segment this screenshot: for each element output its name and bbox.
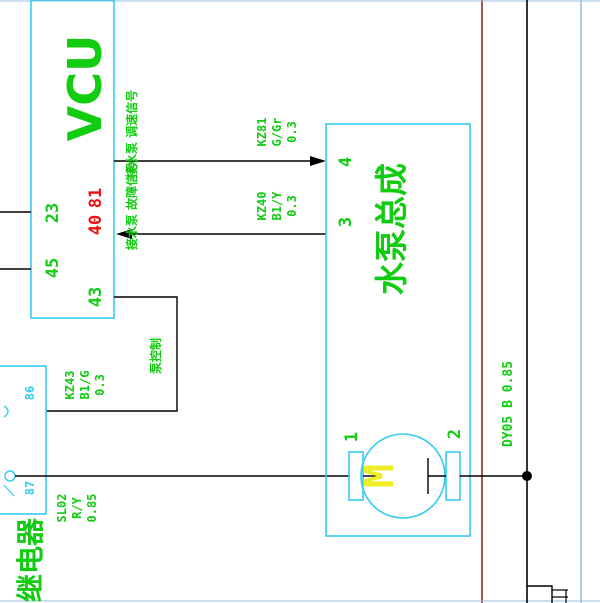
pump-title: 水泵总成 — [372, 163, 411, 295]
vcu-pin-43: 43 — [86, 287, 106, 307]
vcu-pin-40: 40 — [86, 215, 106, 235]
relay-line-color: B1/G — [78, 371, 92, 400]
ground-junction — [522, 471, 532, 481]
motor-letter: M — [357, 464, 403, 488]
pump-pin-1: 1 — [342, 432, 362, 442]
vcu-title: VCU — [58, 35, 112, 142]
relay-line-size: 0.3 — [93, 374, 107, 396]
speed-signal-size: 0.3 — [285, 121, 299, 143]
motor-terminal-right — [445, 451, 461, 501]
speed-signal-color: G/Gr — [270, 118, 284, 147]
power-line-code: SL02 — [55, 494, 69, 523]
fault-signal-desc: 接水泵 故障信号 — [124, 162, 139, 250]
relay-contact-87 — [4, 470, 16, 482]
speed-signal-desc: 接水泵 调速信号 — [124, 90, 139, 178]
relay-coil-symbol — [3, 405, 9, 418]
relay-pin-87: 87 — [23, 481, 37, 495]
vcu-pin-23: 23 — [43, 203, 63, 223]
power-line-size: 0.85 — [85, 494, 99, 523]
fault-signal-color: B1/Y — [270, 191, 284, 221]
pump-pin-4: 4 — [336, 157, 356, 167]
ground-line-label: DY05 B 0.85 — [501, 361, 516, 447]
pump-pin-3: 3 — [336, 217, 356, 227]
pump-control-desc: 泵控制 — [148, 338, 163, 374]
speed-signal-arrow — [310, 156, 326, 166]
fault-signal-arrow — [116, 229, 132, 239]
pump-control-wire — [46, 296, 178, 412]
power-line-color: R/Y — [70, 496, 84, 518]
vcu-pin-81: 81 — [86, 188, 106, 208]
vcu-box — [30, 0, 115, 319]
speed-signal-code: KZ81 — [255, 118, 269, 147]
ground-stub — [527, 585, 553, 603]
fault-signal-code: KZ40 — [255, 192, 269, 221]
fault-signal-size: 0.3 — [285, 195, 299, 217]
pump-box — [325, 123, 471, 537]
vcu-pin-45: 45 — [43, 258, 63, 278]
relay-box — [0, 365, 47, 515]
relay-contact-arm — [3, 484, 15, 497]
relay-line-code: KZ43 — [63, 371, 77, 400]
pump-pin-2: 2 — [445, 429, 465, 439]
relay-pin-86: 86 — [23, 386, 37, 400]
relay-partial-label: 继电器 — [14, 517, 47, 602]
